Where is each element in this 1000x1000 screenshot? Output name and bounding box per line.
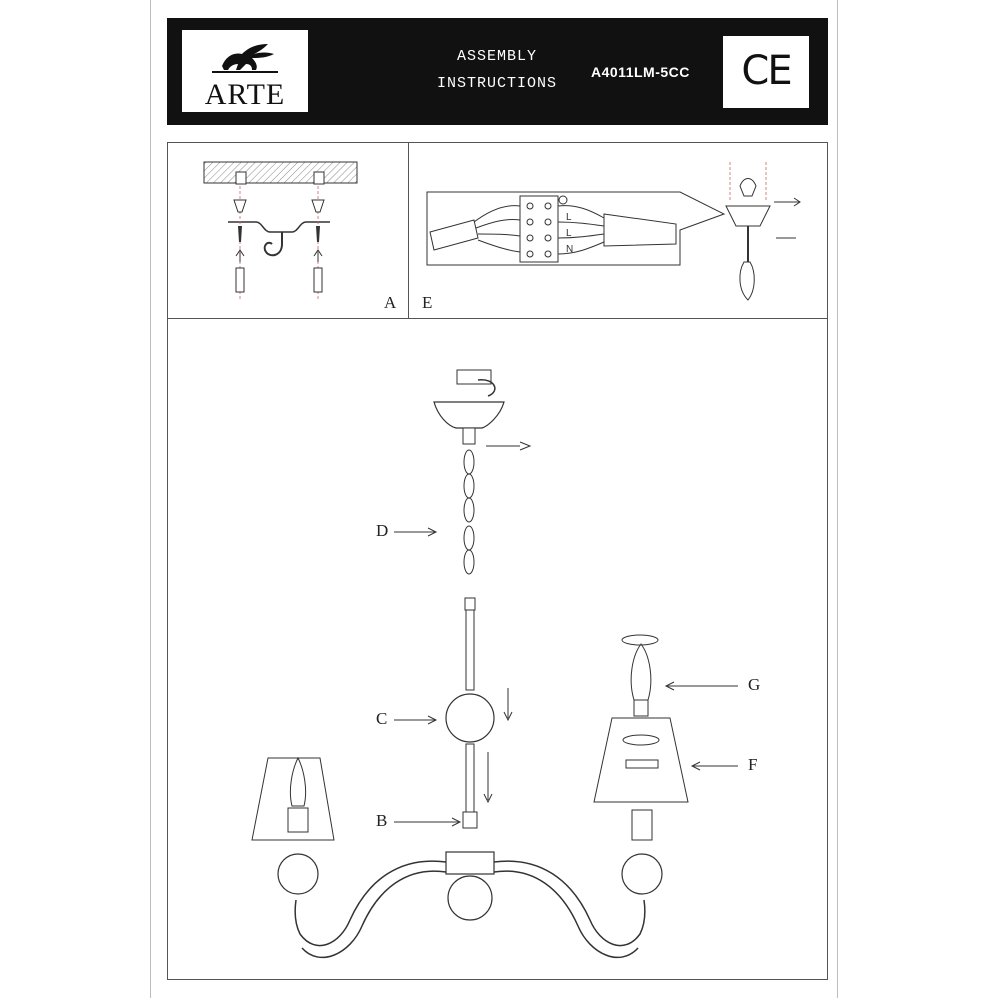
title-line-1: ASSEMBLY [456, 48, 537, 65]
mounting-bar [228, 221, 330, 257]
stem-rod [445, 597, 513, 829]
chain [463, 449, 475, 575]
brand-name: ARTE [204, 78, 286, 111]
ce-mark: CE [723, 36, 809, 108]
canopy [433, 369, 532, 451]
step-e-label: E [422, 293, 433, 312]
part-label-b: B [376, 811, 388, 830]
terminal-label-l1: L [566, 228, 572, 239]
brand-logo: ARTE [182, 30, 308, 112]
ceiling-block [203, 161, 358, 185]
wiring-callout [426, 191, 726, 266]
leader-lines [394, 527, 738, 827]
model-number: A4011LM-5CC [591, 64, 690, 80]
document-header: ARTE ASSEMBLY INSTRUCTIONS A4011LM-5CC C… [167, 18, 828, 125]
frame-body [294, 851, 646, 959]
part-label-d: D [376, 521, 389, 540]
terminal-label-n: N [566, 244, 573, 255]
step-a-label: A [384, 293, 397, 312]
anchors-right [311, 186, 325, 300]
left-arm-lamp [251, 756, 335, 895]
winged-lion-icon [212, 44, 278, 73]
canopy-small [725, 162, 801, 301]
terminal-label-l2: L [566, 212, 572, 223]
ce-text: CE [741, 48, 792, 94]
anchors-left [233, 186, 247, 300]
part-label-c: C [376, 709, 388, 728]
right-arm-lamp [593, 634, 689, 895]
part-label-g: G [748, 675, 761, 694]
page-frame [150, 0, 838, 998]
panel-main-assembly [167, 318, 828, 980]
part-label-f: F [748, 755, 758, 774]
title-line-2: INSTRUCTIONS [436, 75, 558, 92]
